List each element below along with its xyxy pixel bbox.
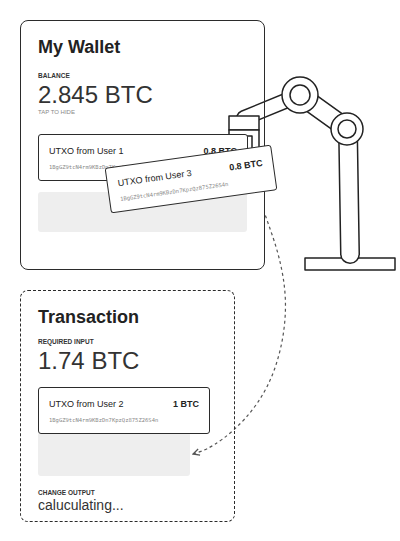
robot-joint [290,85,310,105]
utxo-address: 1BgGZ9tcN4rm9KBzDn7KpzQz875Z26S4n [49,417,158,423]
empty-slot [38,432,190,476]
card-title: Transaction [38,308,139,328]
robot-joint [338,120,356,138]
utxo-source: UTXO from User 3 [117,169,192,189]
hint-text: TAP TO HIDE [38,109,75,116]
field-label: BALANCE [38,72,70,79]
robot-joint [331,113,363,145]
field-label: REQUIRED INPUT [38,338,94,345]
status-text: caluculating... [38,498,124,513]
field-label: CHANGE OUTPUT [38,489,95,496]
robot-joint [282,77,318,113]
utxo-amount: 0.8 BTC [229,159,264,173]
utxo-source: UTXO from User 2 [49,400,124,410]
required-value: 1.74 BTC [38,348,139,374]
card-title: My Wallet [38,38,120,58]
robot-wrist [229,116,259,130]
utxo-card: UTXO from User 2 1 BTC 1BgGZ9tcN4rm9KBzDn7… [38,387,210,434]
wallet-card: My WalletBALANCE 2.845 BTCTAP TO HIDE UTXO… [20,20,265,270]
utxo-amount: 1 BTC [173,400,199,410]
robot-link [348,130,350,254]
utxo-source: UTXO from User 1 [49,147,124,157]
balance-value: 2.845 BTC [38,82,153,108]
robot-link [348,130,350,254]
transaction-card: TransactionREQUIRED INPUT 1.74 BTC CHANGE … [20,290,235,522]
